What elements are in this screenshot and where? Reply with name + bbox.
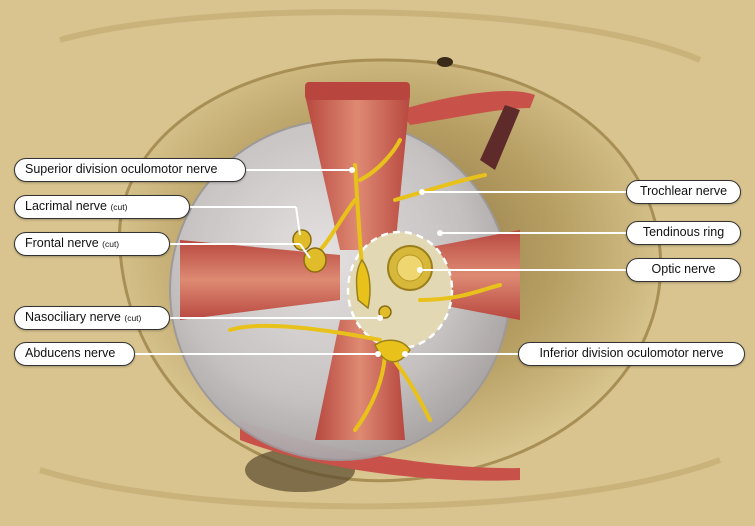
label-superior-division-oculomotor-nerve: Superior division oculomotor nerve [14, 158, 246, 182]
label-cut-note: (cut) [124, 313, 142, 323]
label-frontal-nerve: Frontal nerve (cut) [14, 232, 170, 256]
oculomotor-nerve-body [355, 258, 371, 310]
bone-ridge [59, 9, 702, 63]
label-text: Optic nerve [651, 262, 716, 276]
frontal-nerve-stump [303, 247, 327, 273]
superior-rectus-cut [305, 82, 410, 100]
label-inferior-division-oculomotor-nerve: Inferior division oculomotor nerve [518, 342, 745, 366]
optic-nerve-inner [396, 254, 424, 282]
superior-rectus-muscle [305, 95, 410, 250]
superior-oblique-muscle [400, 90, 535, 125]
leader-dots [349, 167, 443, 357]
inferior-oblique-muscle [240, 420, 520, 481]
label-text: Tendinous ring [642, 225, 725, 239]
medial-rectus-muscle [180, 240, 340, 320]
label-tendinous-ring: Tendinous ring [626, 221, 741, 245]
label-text: Trochlear nerve [639, 184, 728, 198]
foramen [437, 57, 453, 67]
bone-ridge-lower [39, 457, 722, 510]
abducens-nerve-body [374, 339, 411, 363]
label-cut-note: (cut) [102, 239, 120, 249]
label-text: Lacrimal nerve [25, 199, 107, 213]
label-cut-note: (cut) [110, 202, 128, 212]
label-text: Nasociliary nerve [25, 310, 121, 324]
label-text: Abducens nerve [25, 346, 116, 360]
label-nasociliary-nerve: Nasociliary nerve (cut) [14, 306, 170, 330]
label-optic-nerve: Optic nerve [626, 258, 741, 282]
label-text: Inferior division oculomotor nerve [539, 346, 724, 360]
superior-oblique-tendon [480, 105, 520, 170]
label-lacrimal-nerve: Lacrimal nerve (cut) [14, 195, 190, 219]
label-text: Superior division oculomotor nerve [25, 162, 218, 176]
label-trochlear-nerve: Trochlear nerve [626, 180, 741, 204]
leader-lines [135, 169, 626, 355]
label-text: Frontal nerve [25, 236, 99, 250]
label-abducens-nerve: Abducens nerve [14, 342, 135, 366]
nasociliary-nerve-stump [378, 305, 392, 319]
